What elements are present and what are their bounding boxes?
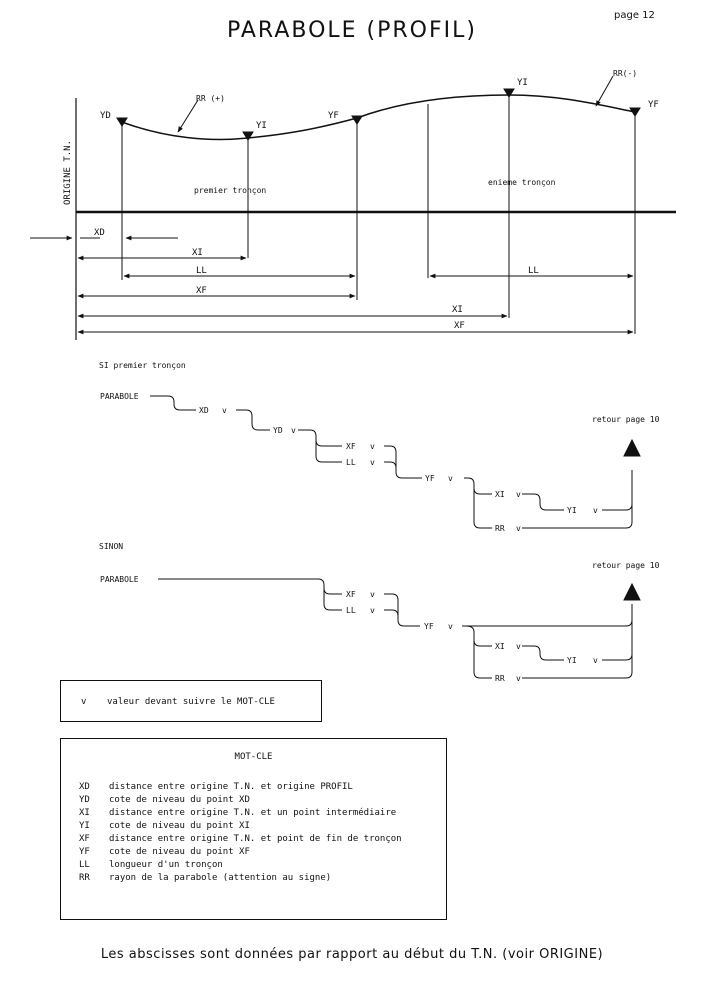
s2-xf: XF (346, 590, 356, 599)
dim-ll2-label: LL (528, 266, 539, 276)
premier-troncon-label: premier tronçon (194, 186, 266, 195)
s1-xi: XI (495, 490, 505, 499)
yf2-label: YF (648, 100, 659, 110)
dim-xi2-label: XI (452, 305, 463, 315)
s1-yf-v: v (448, 474, 453, 483)
s2-yf: YF (424, 622, 434, 631)
s1-yi-v: v (593, 506, 598, 515)
yi2-label: YI (517, 78, 528, 88)
s2-yi-v: v (593, 656, 598, 665)
point-yf1-marker (351, 115, 363, 125)
page-title: PARABOLE (PROFIL) (227, 18, 477, 43)
yi1-label: YI (256, 121, 267, 131)
dim-xf2-label: XF (454, 321, 465, 331)
s2-yf-v: v (448, 622, 453, 631)
s1-rr: RR (495, 524, 505, 533)
s1-retour: retour page 10 (592, 415, 660, 424)
point-yf2-marker (629, 107, 641, 117)
legend-v-key: v (81, 697, 87, 707)
keyword-heading: MOT-CLE (234, 752, 273, 762)
s2-rr: RR (495, 674, 505, 683)
s1-rr-v: v (516, 524, 521, 533)
s2-parabole: PARABOLE (100, 575, 139, 584)
s2-ll-v: v (370, 606, 375, 615)
legend-v-box: v valeur devant suivre le MOT-CLE (60, 680, 322, 722)
syntax1-diagram (150, 395, 641, 529)
dim-ll1-label: LL (196, 266, 207, 276)
point-yi2-marker (503, 88, 515, 98)
s1-yd-v: v (291, 426, 296, 435)
s2-rr-v: v (516, 674, 521, 683)
dim-xf1-label: XF (196, 286, 207, 296)
rr-minus-label: RR(-) (613, 69, 637, 78)
s1-ll: LL (346, 458, 356, 467)
syntax1-heading: SI premier tronçon (99, 361, 186, 370)
s1-xd: XD (199, 406, 209, 415)
rr-plus-label: RR (+) (196, 94, 225, 103)
point-yd-marker (116, 117, 128, 127)
s1-xd-v: v (222, 406, 227, 415)
s2-xi-v: v (516, 642, 521, 651)
page-number: page 12 (614, 10, 655, 21)
syntax2-diagram (158, 578, 641, 679)
s1-yd: YD (273, 426, 283, 435)
yd-label: YD (100, 111, 111, 121)
s2-xi: XI (495, 642, 505, 651)
profile-diagram (30, 75, 676, 340)
footnote: Les abscisses sont données par rapport a… (100, 947, 604, 962)
syntax2-heading: SINON (99, 542, 123, 551)
s1-xi-v: v (516, 490, 521, 499)
s1-ll-v: v (370, 458, 375, 467)
s1-xf: XF (346, 442, 356, 451)
s1-parabole: PARABOLE (100, 392, 139, 401)
s1-yf: YF (425, 474, 435, 483)
s1-yi: YI (567, 506, 577, 515)
dim-xi1-label: XI (192, 248, 203, 258)
origin-label: ORIGINE T.N. (63, 140, 73, 205)
dim-xd-label: XD (94, 228, 105, 238)
s2-xf-v: v (370, 590, 375, 599)
yf1-label: YF (328, 111, 339, 121)
s2-yi: YI (567, 656, 577, 665)
s1-xf-v: v (370, 442, 375, 451)
s2-retour: retour page 10 (592, 561, 660, 570)
s2-ll: LL (346, 606, 356, 615)
point-yi1-marker (242, 131, 254, 141)
enieme-troncon-label: enieme tronçon (488, 178, 556, 187)
legend-v-text: valeur devant suivre le MOT-CLE (107, 697, 275, 707)
